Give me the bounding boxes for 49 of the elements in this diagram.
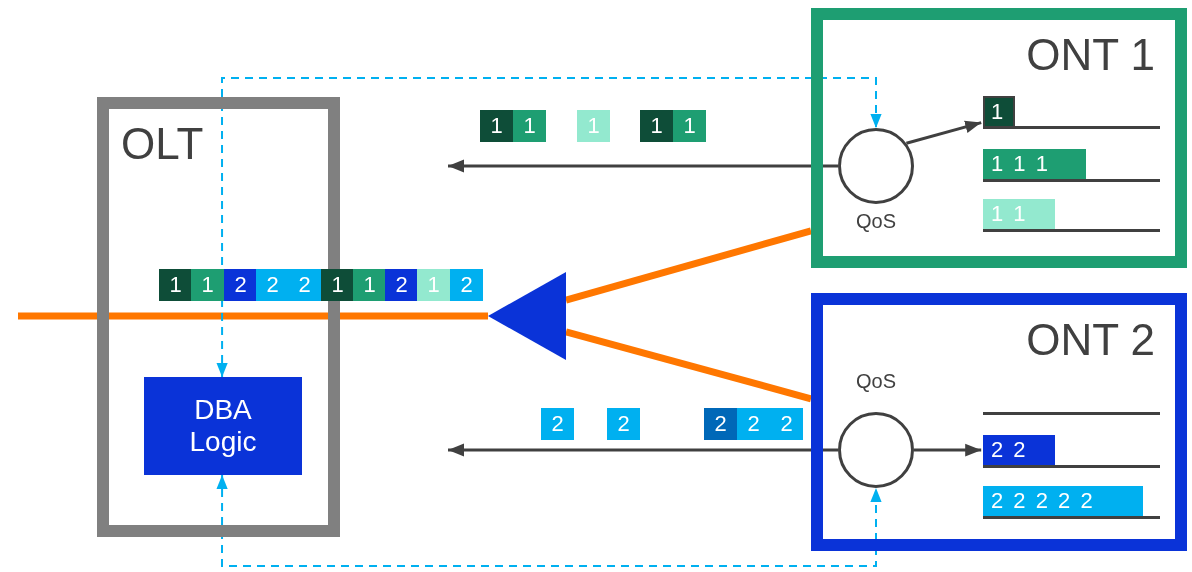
arrow xyxy=(448,159,838,173)
packet: 2 xyxy=(737,408,770,440)
queue xyxy=(983,150,1160,182)
qos-circle xyxy=(838,412,914,488)
packet: 2 xyxy=(704,408,737,440)
queue xyxy=(983,97,1160,129)
fiber-line xyxy=(565,328,812,403)
packet: 2 xyxy=(770,408,803,440)
packet: 2 xyxy=(288,269,321,301)
packet: 1 xyxy=(191,269,224,301)
packet: 1 xyxy=(480,110,513,142)
packet: 2 xyxy=(607,408,640,440)
queue xyxy=(983,487,1160,519)
packet: 1 xyxy=(321,269,354,301)
packet: 1 xyxy=(353,269,386,301)
qos-label: QoS xyxy=(855,210,897,233)
qos-label: QoS xyxy=(855,370,897,393)
packet: 1 xyxy=(513,110,546,142)
packet: 1 xyxy=(640,110,673,142)
queue xyxy=(983,436,1160,468)
qos-circle xyxy=(838,128,914,204)
packet: 1 xyxy=(673,110,706,142)
packet: 2 xyxy=(541,408,574,440)
packet-bar: 1 xyxy=(983,96,1015,126)
packet-bar: 1 1 xyxy=(983,199,1055,229)
ont-box xyxy=(811,293,1187,551)
dashed-arrow xyxy=(216,474,882,567)
queue xyxy=(983,200,1160,232)
ont-title: ONT 1 xyxy=(1026,30,1155,80)
ont-title: ONT 2 xyxy=(1026,315,1155,365)
packet: 2 xyxy=(256,269,289,301)
arrow xyxy=(906,120,982,145)
arrow xyxy=(914,443,982,457)
dashed-arrow xyxy=(216,77,882,378)
fiber-line xyxy=(565,227,812,304)
packet: 2 xyxy=(385,269,418,301)
splitter-triangle xyxy=(488,272,566,360)
packet-bar: 2 2 2 2 2 xyxy=(983,486,1143,516)
packet: 1 xyxy=(159,269,192,301)
arrow xyxy=(448,443,838,457)
dba-logic-box: DBA Logic xyxy=(144,377,302,475)
packet: 2 xyxy=(224,269,257,301)
packet: 1 xyxy=(417,269,450,301)
packet-bar: 1 1 1 xyxy=(983,149,1086,179)
packet: 2 xyxy=(450,269,483,301)
ont-box xyxy=(811,8,1187,268)
packet-bar: 2 2 xyxy=(983,435,1055,465)
olt-title: OLT xyxy=(121,119,204,169)
packet: 1 xyxy=(577,110,610,142)
